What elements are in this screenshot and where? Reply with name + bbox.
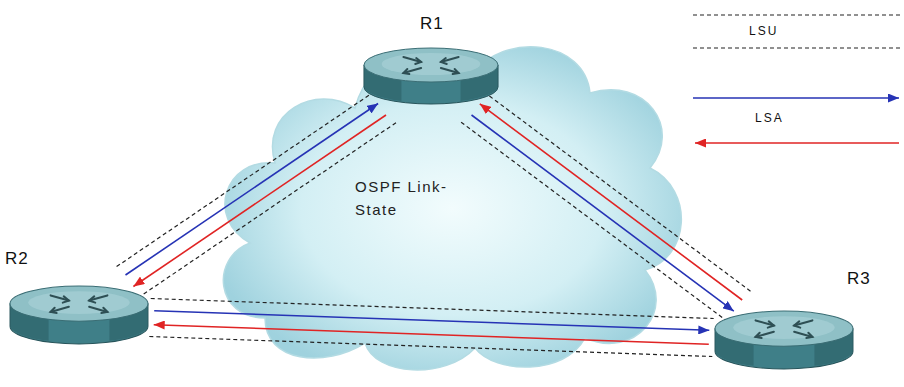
router-name: R1	[420, 15, 444, 34]
router-icon	[8, 283, 150, 347]
lsu-sample	[693, 14, 902, 15]
router-icon	[362, 45, 500, 107]
legend-label: LSA	[752, 112, 787, 125]
router-node: R3	[713, 308, 855, 372]
lsu-sample	[693, 47, 902, 48]
lsa-sample	[693, 97, 899, 99]
router-name: R2	[5, 250, 29, 269]
router-icon	[713, 308, 855, 372]
router-name: R3	[847, 270, 871, 289]
legend-label: LSU	[746, 25, 781, 38]
router-node: R1	[362, 45, 500, 107]
router-node: R2	[8, 283, 150, 347]
cloud-label: OSPF Link-State	[355, 176, 467, 221]
lsa-sample	[695, 142, 899, 144]
